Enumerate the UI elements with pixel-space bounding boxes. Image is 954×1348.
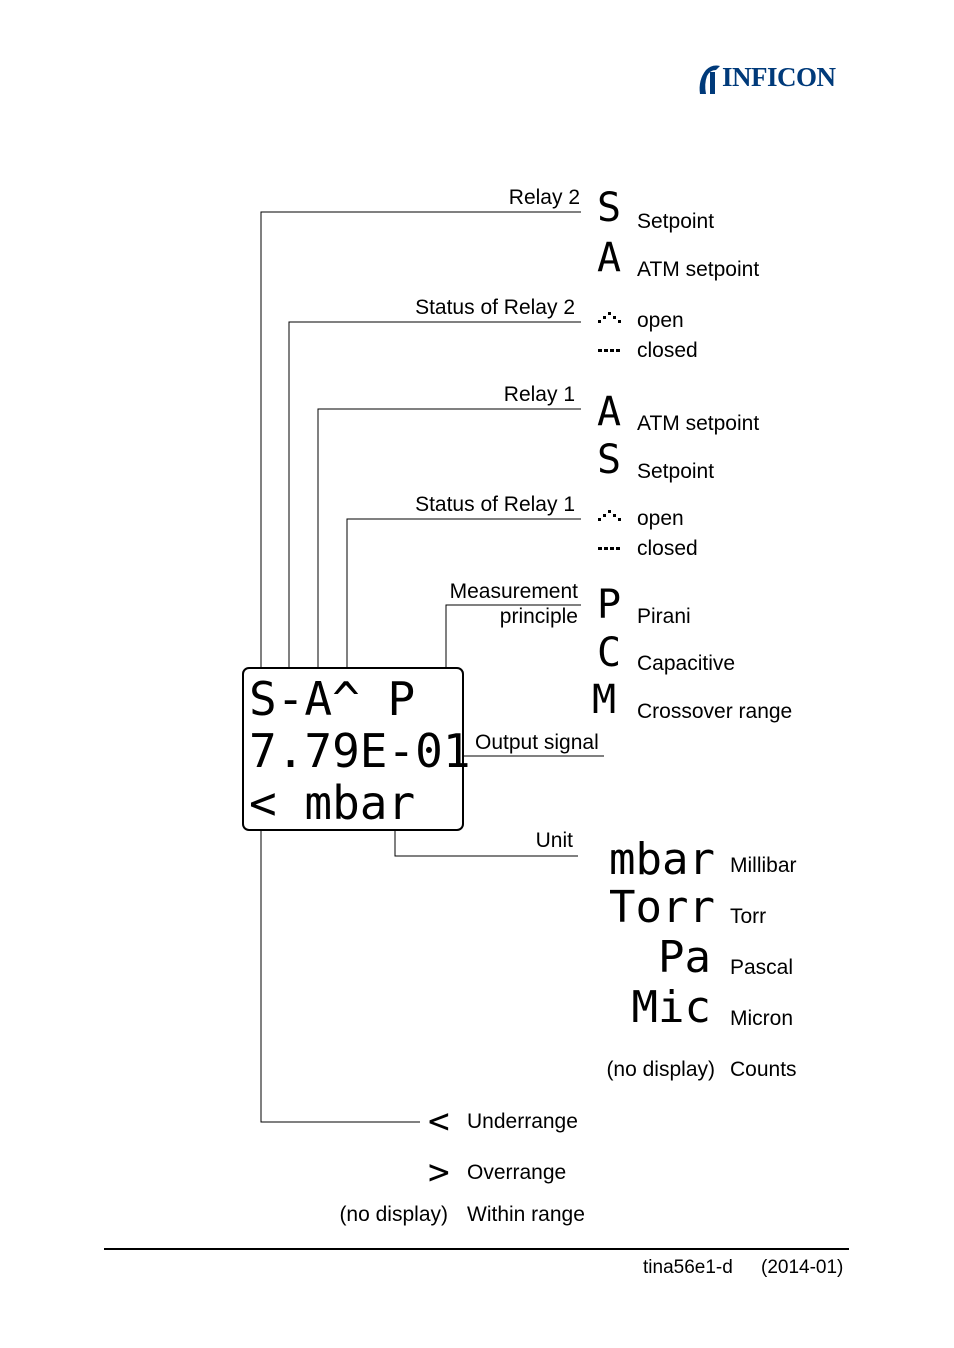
symbol-unit-counts: (no display) xyxy=(606,1058,715,1081)
symbol-unit-mbar: mbar xyxy=(609,834,715,885)
callout-status-relay1: Status of Relay 1 xyxy=(415,493,575,516)
callout-relay2: Relay 2 xyxy=(508,186,580,209)
lcd-row-unit: < mbar xyxy=(249,776,416,830)
label-capacitive: Capacitive xyxy=(637,652,736,675)
open-contact-icon xyxy=(598,510,621,521)
label-unit-counts: Counts xyxy=(730,1058,797,1081)
symbol-relay1-atm: A xyxy=(597,389,622,435)
callout-status-relay2: Status of Relay 2 xyxy=(415,296,575,319)
closed-contact-icon xyxy=(598,547,620,550)
inficon-logo-mark-icon xyxy=(699,65,720,94)
symbol-capacitive: C xyxy=(597,630,622,676)
label-status2-open: open xyxy=(637,309,684,332)
lcd-row-status: S-A^ P xyxy=(249,672,416,726)
symbol-crossover: M xyxy=(592,677,617,723)
symbol-within-range: (no display) xyxy=(339,1203,448,1226)
label-unit-mic: Micron xyxy=(730,1007,794,1030)
callout-measurement-line2: principle xyxy=(499,605,578,628)
lcd-frame xyxy=(242,667,464,831)
label-unit-pa: Pascal xyxy=(730,956,794,979)
symbol-relay1-setpoint: S xyxy=(597,437,622,483)
footer-doc-id: tina56e1-d xyxy=(643,1257,733,1278)
symbol-unit-mic: Mic xyxy=(631,982,711,1033)
callout-unit: Unit xyxy=(535,829,573,852)
label-unit-torr: Torr xyxy=(730,905,767,928)
callout-output-signal: Output signal xyxy=(475,731,599,754)
label-overrange: Overrange xyxy=(467,1161,567,1184)
open-contact-icon xyxy=(598,312,621,323)
symbol-pirani: P xyxy=(597,582,622,628)
inficon-wordmark: INFICON xyxy=(722,62,836,92)
symbol-unit-torr: Torr xyxy=(609,882,715,933)
label-relay2-atm: ATM setpoint xyxy=(637,258,760,281)
label-pirani: Pirani xyxy=(637,605,691,628)
closed-contact-icon xyxy=(598,349,620,352)
symbol-overrange: > xyxy=(428,1152,450,1193)
symbol-unit-pa: Pa xyxy=(658,932,711,983)
label-status2-closed: closed xyxy=(637,339,698,362)
symbol-relay2-atm: A xyxy=(597,235,622,281)
label-within-range: Within range xyxy=(467,1203,585,1226)
inficon-logo: INFICON xyxy=(694,62,846,96)
label-relay1-atm: ATM setpoint xyxy=(637,412,760,435)
lcd-row-value: 7.79E-01 xyxy=(249,724,471,778)
callout-relay1: Relay 1 xyxy=(503,383,575,406)
label-underrange: Underrange xyxy=(467,1110,578,1133)
label-status1-closed: closed xyxy=(637,537,698,560)
label-status1-open: open xyxy=(637,507,684,530)
label-crossover: Crossover range xyxy=(637,700,793,723)
symbol-relay2-setpoint: S xyxy=(597,185,622,231)
callout-measurement-line1: Measurement xyxy=(449,580,578,603)
label-relay2-setpoint: Setpoint xyxy=(637,210,715,233)
label-unit-mbar: Millibar xyxy=(730,854,797,877)
label-relay1-setpoint: Setpoint xyxy=(637,460,715,483)
footer-date: (2014-01) xyxy=(761,1257,844,1278)
symbol-underrange: < xyxy=(428,1101,450,1142)
